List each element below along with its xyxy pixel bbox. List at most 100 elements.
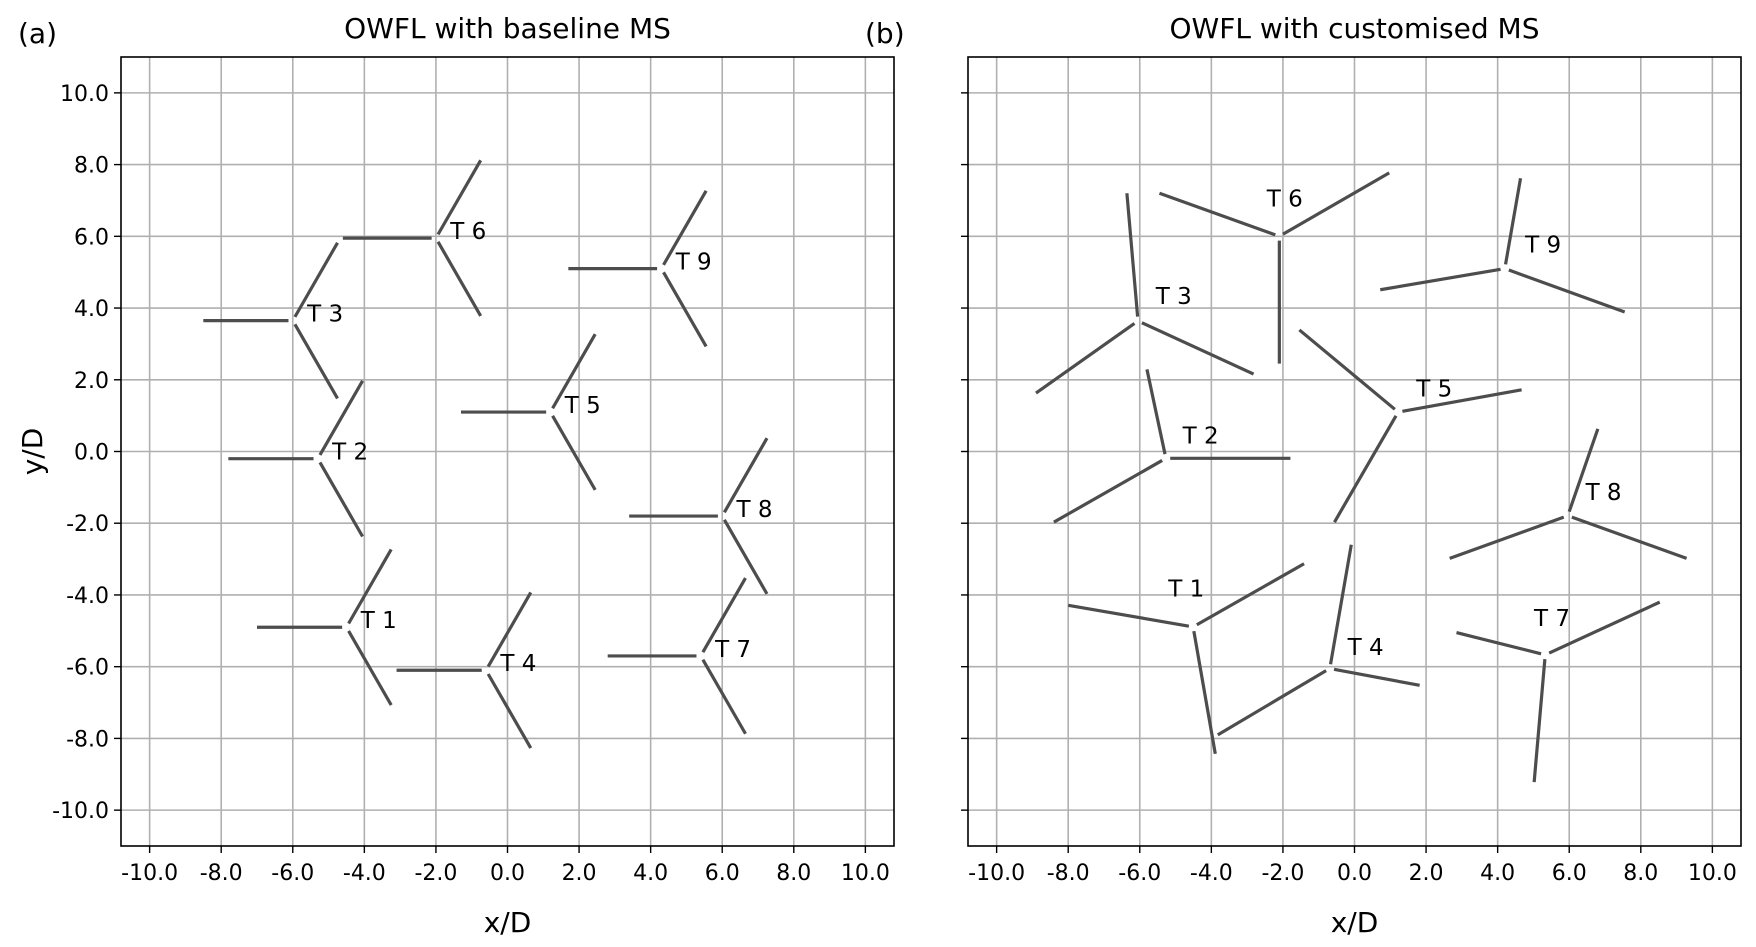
x-tick-label: 0.0 — [490, 861, 525, 886]
mooring-line — [1053, 459, 1163, 524]
mooring-line — [318, 380, 364, 456]
mooring-line — [1379, 267, 1501, 292]
turbine-9: T 9 — [568, 189, 712, 348]
y-tick-label: 2.0 — [74, 369, 109, 394]
x-tick-label: 8.0 — [776, 861, 811, 886]
x-tick-label: -8.0 — [1047, 861, 1090, 886]
x-tick-label: 4.0 — [1480, 861, 1515, 886]
turbine-5: T 5 — [1298, 328, 1522, 523]
y-tick-label: 10.0 — [60, 82, 109, 107]
x-tick-label: -2.0 — [1261, 861, 1304, 886]
mooring-line — [486, 673, 533, 749]
y-tick-label: -10.0 — [52, 799, 109, 824]
panel-label: (b) — [865, 17, 905, 50]
x-tick-label: 10.0 — [841, 861, 890, 886]
turbine-label: T 8 — [736, 497, 773, 523]
mooring-line — [347, 548, 393, 625]
mooring-line — [1333, 414, 1398, 523]
turbine-label: T 2 — [1182, 424, 1219, 450]
turbine-6: T 6 — [342, 159, 486, 317]
mooring-line — [1067, 603, 1190, 628]
mooring-line — [1216, 669, 1327, 737]
turbine-4: T 4 — [1216, 544, 1420, 737]
turbine-label: T 4 — [1347, 635, 1384, 661]
turbine-1: T 1 — [256, 548, 397, 706]
turbine-label: T 7 — [1533, 606, 1570, 632]
mooring-line — [1035, 322, 1136, 395]
turbine-label: T 7 — [714, 637, 751, 663]
y-axis-label: y/D — [16, 428, 49, 476]
mooring-line — [1158, 191, 1276, 237]
turbine-label: T 3 — [1155, 284, 1192, 310]
y-tick-label: -6.0 — [66, 656, 109, 681]
mooring-line — [293, 241, 339, 318]
x-tick-label: 2.0 — [562, 861, 597, 886]
mooring-line — [347, 630, 393, 706]
mooring-line — [662, 271, 708, 348]
turbine-5: T 5 — [460, 333, 601, 491]
x-tick-label: 4.0 — [633, 861, 668, 886]
turbine-label: T 6 — [1266, 187, 1303, 213]
mooring-line — [722, 437, 769, 514]
turbine-label: T 5 — [1415, 376, 1452, 402]
x-tick-label: 0.0 — [1337, 861, 1372, 886]
turbine-6: T 6 — [1158, 171, 1391, 364]
y-tick-label: 8.0 — [74, 154, 109, 179]
mooring-line — [1456, 631, 1542, 656]
mooring-line — [1508, 268, 1626, 314]
mooring-line — [293, 323, 339, 400]
mooring-line — [722, 518, 769, 595]
y-tick-label: -4.0 — [66, 584, 109, 609]
turbine-8: T 8 — [629, 437, 773, 595]
mooring-line — [318, 461, 364, 538]
mooring-line — [436, 241, 483, 317]
y-tick-label: 0.0 — [74, 441, 109, 466]
turbine-label: T 8 — [1585, 480, 1622, 506]
mooring-line — [551, 414, 597, 491]
mooring-line — [1333, 667, 1420, 687]
mooring-line — [701, 577, 747, 653]
mooring-line — [1328, 544, 1353, 665]
mooring-line — [1402, 388, 1522, 413]
x-tick-label: -10.0 — [121, 861, 178, 886]
turbine-4: T 4 — [396, 591, 536, 749]
mooring-line — [1282, 171, 1391, 236]
turbine-7: T 7 — [607, 577, 751, 735]
y-tick-label: 6.0 — [74, 225, 109, 250]
x-tick-label: -8.0 — [200, 861, 243, 886]
mooring-line — [551, 333, 597, 410]
x-tick-label: -2.0 — [414, 861, 457, 886]
mooring-line — [1571, 515, 1688, 560]
mooring-line — [1548, 600, 1661, 655]
turbine-label: T 1 — [1167, 576, 1204, 602]
turbine-7: T 7 — [1456, 600, 1661, 783]
turbine-8: T 8 — [1449, 428, 1688, 560]
turbine-label: T 9 — [1524, 233, 1561, 259]
x-axis-label: x/D — [1331, 906, 1379, 939]
turbine-9: T 9 — [1379, 177, 1626, 314]
y-tick-label: 4.0 — [74, 297, 109, 322]
turbine-label: T 6 — [449, 219, 486, 245]
panel-a: -10.0 -8.0 -6.0 -4.0 -2.0 0.0 2.0 4.0 6.0 8.0 10.0… — [16, 12, 895, 939]
x-tick-label: -10.0 — [968, 861, 1025, 886]
x-tick-label: -6.0 — [271, 861, 314, 886]
turbine-3: T 3 — [203, 241, 343, 400]
y-tick-label: -2.0 — [66, 512, 109, 537]
mooring-line — [1141, 321, 1255, 376]
x-tick-label: 6.0 — [1552, 861, 1587, 886]
mooring-line — [1196, 562, 1305, 627]
mooring-line — [1145, 369, 1167, 455]
mooring-line — [486, 591, 533, 668]
x-axis-label: x/D — [484, 906, 532, 939]
turbine-label: T 1 — [360, 608, 397, 634]
turbine-label: T 2 — [331, 440, 368, 466]
turbine-label: T 5 — [564, 393, 601, 419]
x-tick-label: 6.0 — [705, 861, 740, 886]
y-tick-label: -8.0 — [66, 727, 109, 752]
panel-title: OWFL with customised MS — [1170, 12, 1540, 45]
turbine-1: T 1 — [1067, 562, 1305, 755]
turbine-label: T 9 — [675, 249, 712, 275]
x-tick-label: -4.0 — [1190, 861, 1233, 886]
